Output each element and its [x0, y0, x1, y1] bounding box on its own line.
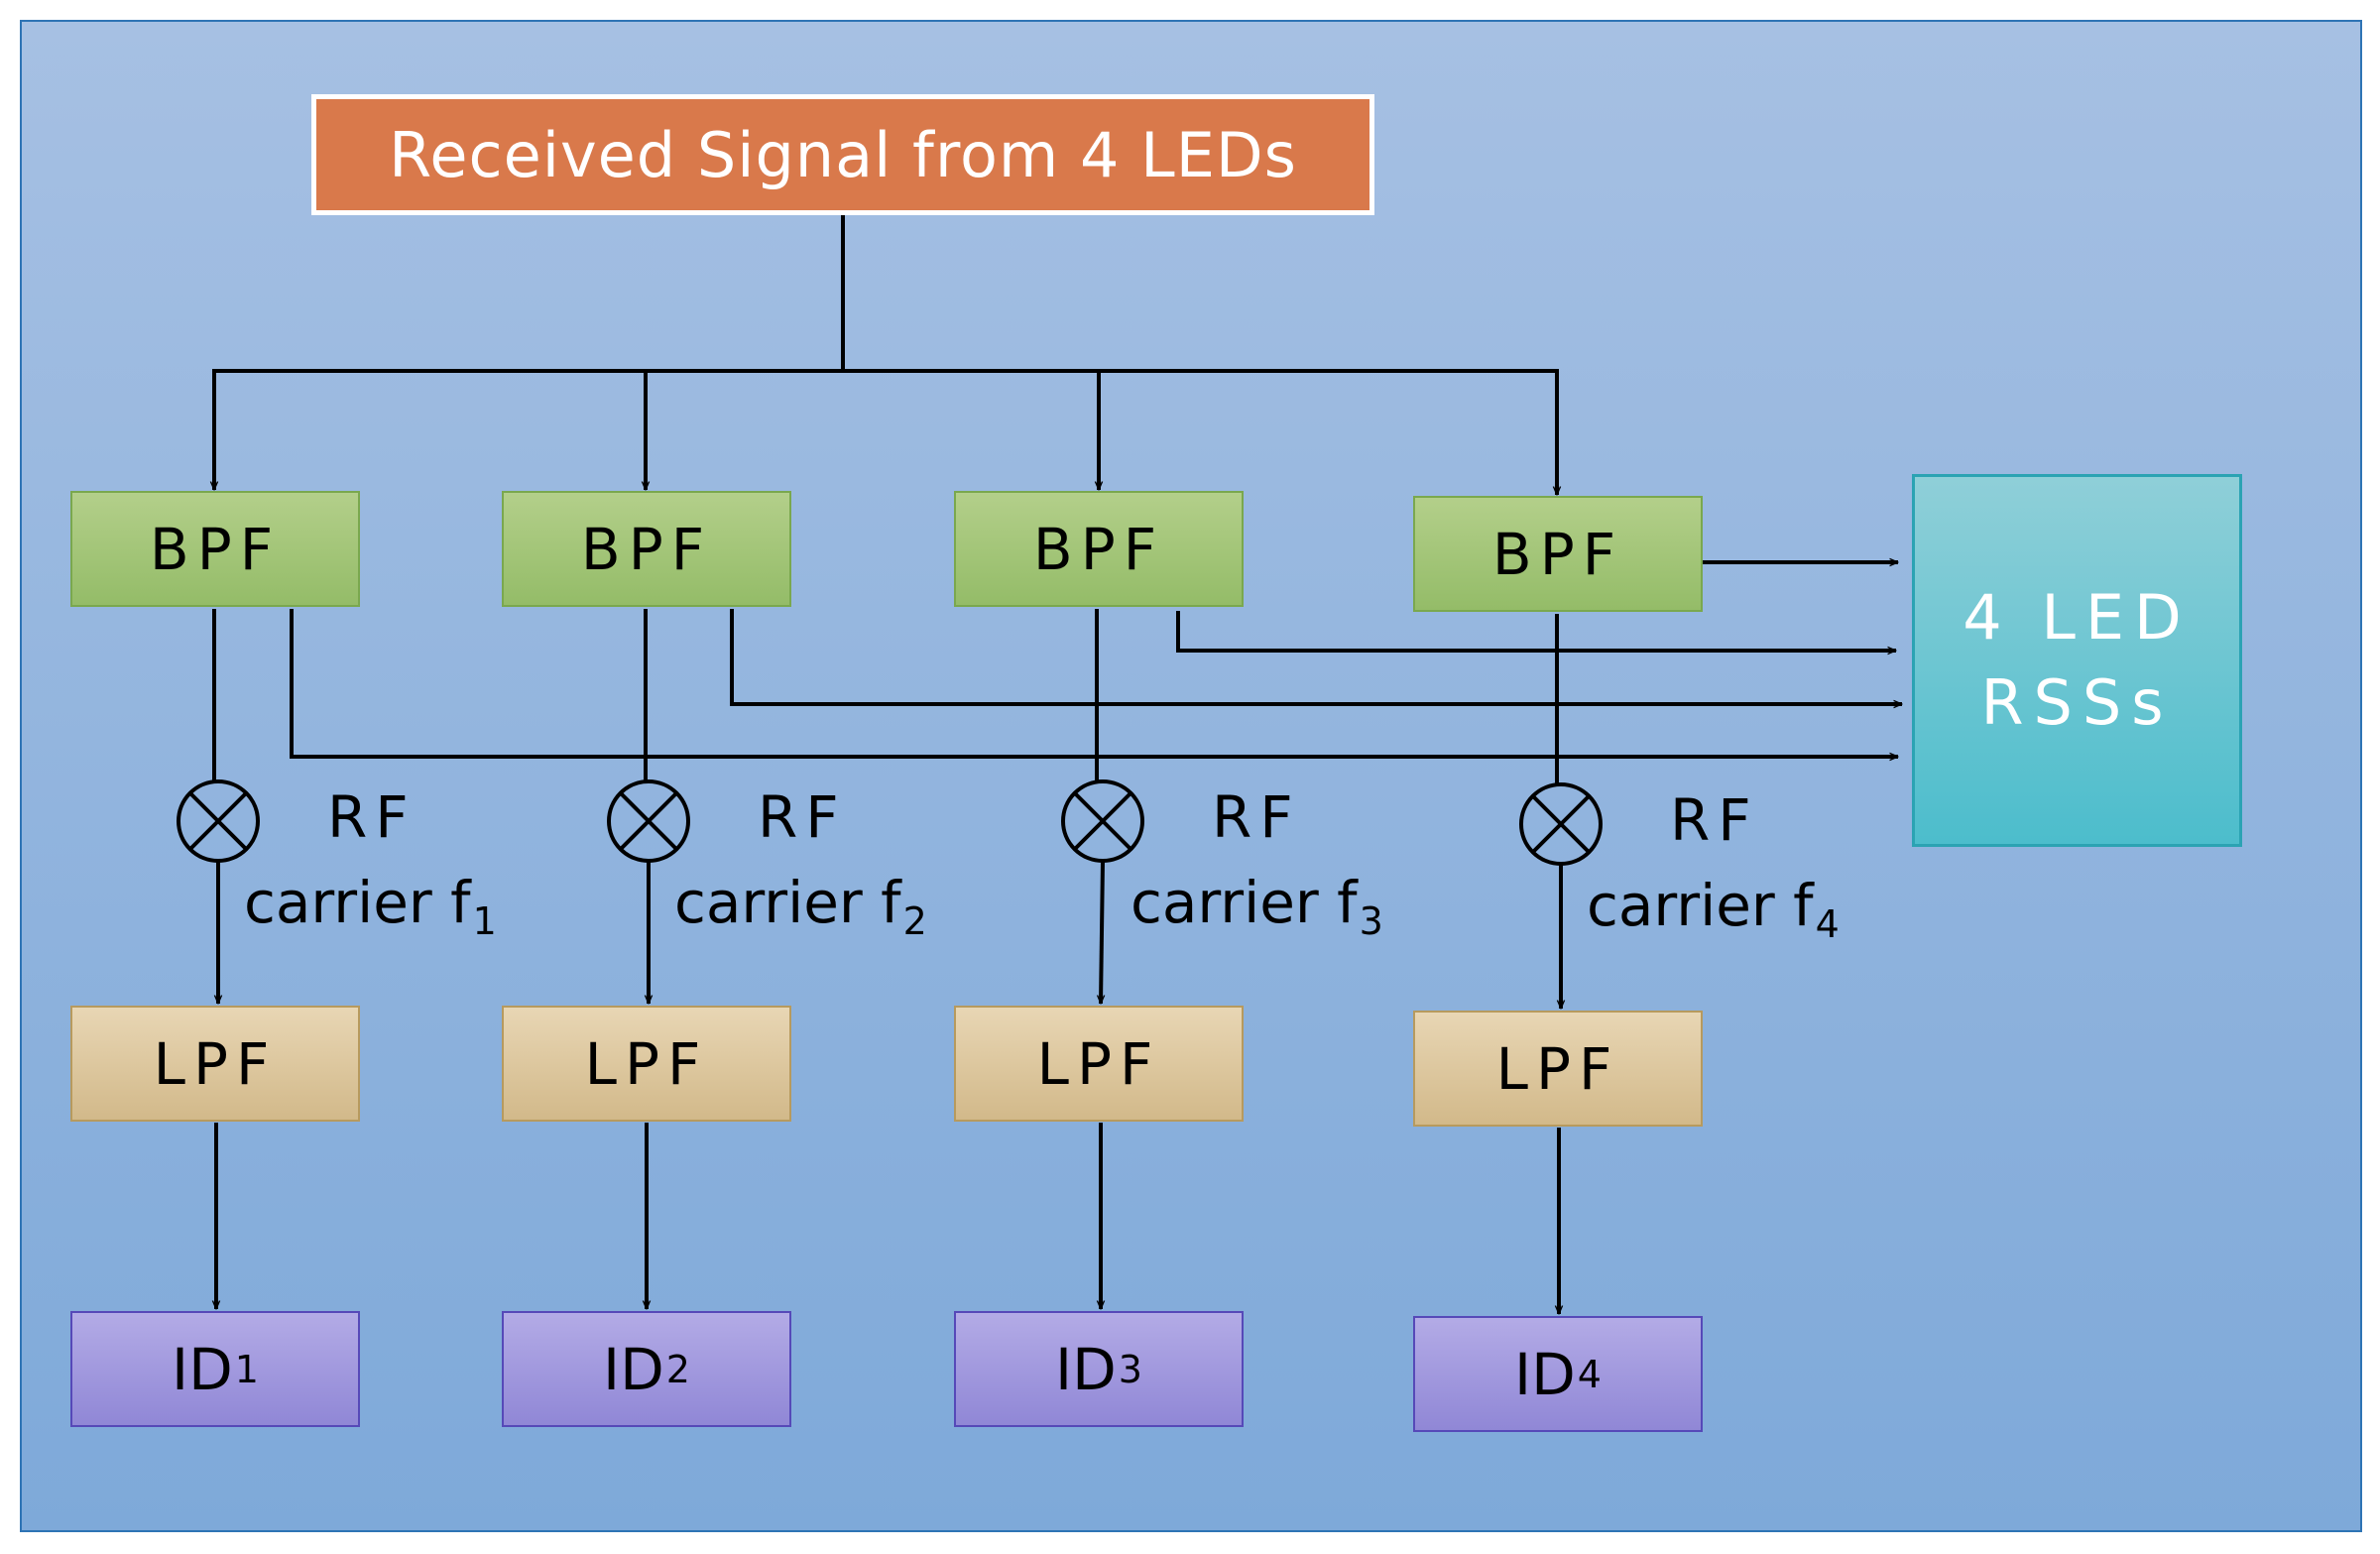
carrier-label-1: carrier f1	[244, 869, 497, 943]
mixer-4-icon	[1519, 782, 1603, 866]
carrier-subscript-1: 1	[472, 899, 497, 943]
rf-label-2: RF	[758, 783, 847, 851]
mixer-1-icon	[177, 779, 260, 863]
carrier-text-3: carrier f	[1130, 869, 1358, 936]
bpf-box-2: BPF	[502, 491, 791, 607]
bpf-3-to-rss-arrow	[1176, 611, 1896, 651]
id-text-1: ID	[172, 1335, 233, 1403]
id-subscript-1: 1	[234, 1347, 259, 1391]
carrier-text-2: carrier f	[674, 869, 901, 936]
bpf-box-4: BPF	[1413, 496, 1703, 612]
lpf-box-4: LPF	[1413, 1011, 1703, 1127]
lpf-box-2: LPF	[502, 1006, 791, 1122]
carrier-subscript-2: 2	[902, 899, 927, 943]
mixer-3-to-lpf-arrow	[1101, 860, 1103, 1004]
led-rss-box: 4 LED RSSs	[1912, 474, 2242, 847]
bpf-box-3: BPF	[954, 491, 1244, 607]
rss-box-line-1: 4 LED	[1963, 581, 2192, 654]
carrier-label-2: carrier f2	[674, 869, 927, 943]
mixer-2-icon	[607, 779, 690, 863]
rss-box-line-2: RSSs	[1980, 666, 2174, 739]
lpf-box-3: LPF	[954, 1006, 1244, 1122]
carrier-text-1: carrier f	[244, 869, 471, 936]
id-subscript-3: 3	[1118, 1347, 1142, 1391]
bpf-1-to-rss-arrow	[290, 609, 1898, 757]
bpf-box-1: BPF	[70, 491, 360, 607]
mixer-3-icon	[1061, 779, 1144, 863]
carrier-subscript-4: 4	[1815, 902, 1840, 946]
bpf-2-to-rss-arrow	[730, 609, 1902, 704]
id-text-4: ID	[1514, 1340, 1576, 1408]
id-text-3: ID	[1055, 1335, 1117, 1403]
carrier-label-3: carrier f3	[1130, 869, 1383, 943]
received-signal-box: Received Signal from 4 LEDs	[311, 94, 1374, 215]
lpf-box-1: LPF	[70, 1006, 360, 1122]
carrier-subscript-3: 3	[1359, 899, 1383, 943]
id-subscript-2: 2	[665, 1347, 690, 1391]
carrier-text-4: carrier f	[1587, 872, 1814, 939]
rf-label-1: RF	[327, 783, 416, 851]
rf-label-4: RF	[1670, 786, 1759, 854]
carrier-label-4: carrier f4	[1587, 872, 1840, 946]
id-subscript-4: 4	[1577, 1352, 1602, 1396]
id-text-2: ID	[603, 1335, 664, 1403]
rf-label-3: RF	[1212, 783, 1301, 851]
